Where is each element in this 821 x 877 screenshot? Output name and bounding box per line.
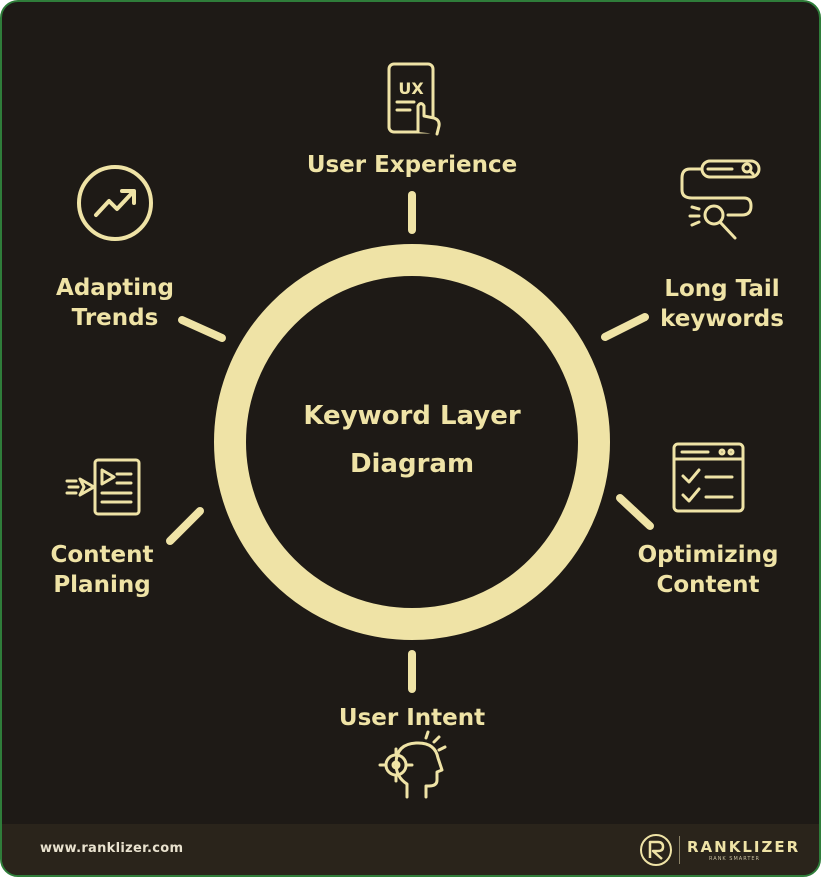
spoke-optimizing-content [616,494,654,530]
node-label-user-intent: User Intent [338,705,486,731]
node-label-long-tail-keywords: Long Tail keywords [660,276,784,332]
spoke-long-tail [601,313,649,341]
svg-text:UX: UX [398,79,424,98]
brand-tagline: RANK SMARTER [709,856,761,862]
browser-checklist-icon [672,442,745,513]
footer-website-url: www.ranklizer.com [40,841,184,856]
center-ring [214,244,610,640]
video-document-icon [65,458,141,516]
diagram-graphics: UX [65,62,761,799]
brand-name: RANKLIZER [687,838,801,856]
spoke-content-planing [166,507,204,545]
trend-up-arrow-icon [77,165,153,241]
node-label-adapting-trends: Adapting Trends [56,275,174,331]
node-label-user-experience: User Experience [306,152,518,178]
node-label-content-planing: Content Planing [50,542,154,598]
brand-separator [679,836,680,864]
brand-logo: RANKLIZER RANK SMARTER [639,832,798,868]
node-label-optimizing-content: Optimizing Content [637,542,779,598]
search-bar-magnifier-icon [680,159,761,240]
keyword-layer-diagram: UX [2,2,819,824]
diagram-title: Keyword Layer Diagram [303,401,521,479]
ux-phone-tap-icon: UX [387,62,441,136]
head-target-icon [378,730,447,799]
ranklizer-logo-icon [640,834,672,866]
footer-bar: www.ranklizer.com RANKLIZER RANK SMARTER [2,824,819,875]
spoke-adapting-trends [178,316,226,342]
